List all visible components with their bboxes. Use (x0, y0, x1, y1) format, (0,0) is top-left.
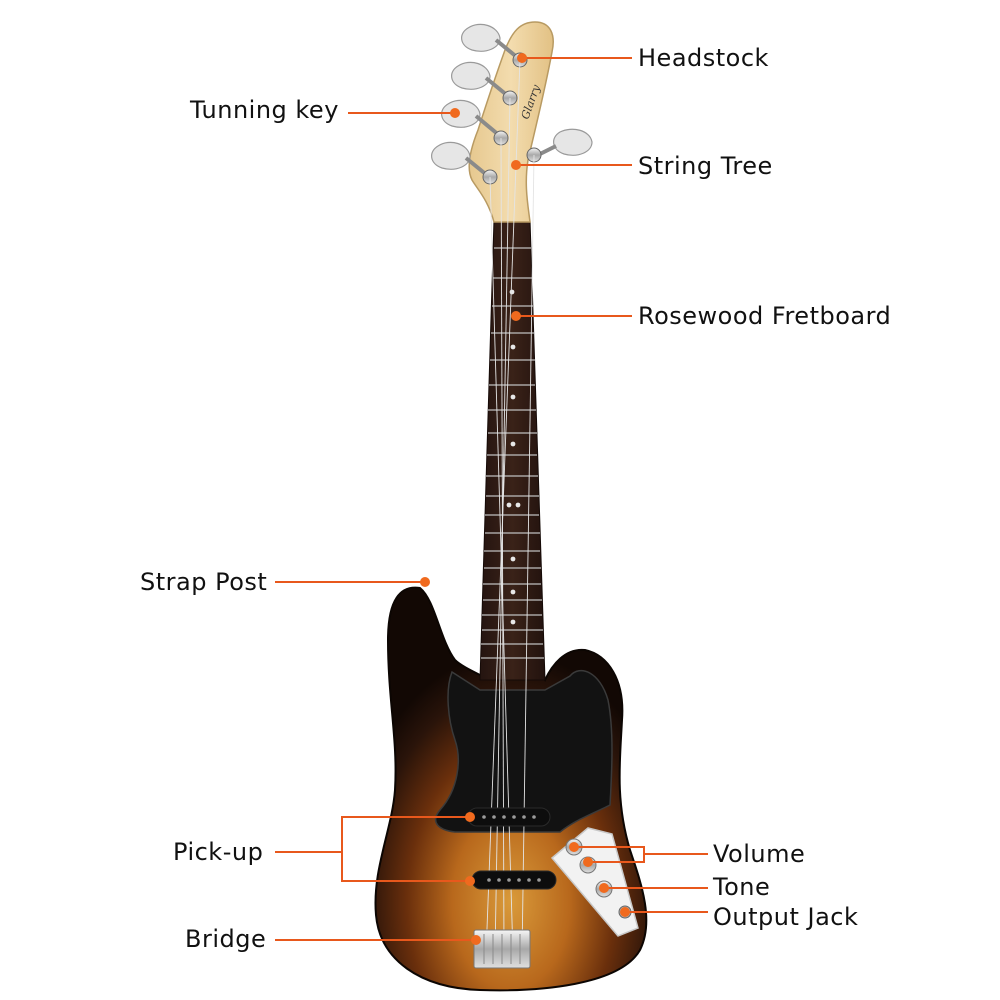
label-output-jack: Output Jack (713, 903, 859, 931)
label-string-tree: String Tree (638, 152, 773, 180)
strings (485, 59, 535, 956)
marker-fretboard (511, 311, 521, 321)
pickguard (434, 669, 613, 833)
leader-pickup (341, 816, 470, 882)
tuning-keys[interactable] (431, 23, 593, 185)
bridge-pickup (471, 870, 557, 890)
marker-strap-post (420, 577, 430, 587)
label-bridge: Bridge (185, 925, 267, 953)
marker-pickup-neck (465, 812, 475, 822)
marker-headstock (517, 53, 527, 63)
label-fretboard: Rosewood Fretboard (638, 302, 892, 330)
label-strap-post: Strap Post (140, 568, 268, 596)
marker-volume (569, 842, 579, 852)
marker-bridge (471, 935, 481, 945)
label-headstock: Headstock (638, 44, 769, 72)
callout-markers (420, 53, 630, 945)
label-tuning-key: Tunning key (190, 96, 339, 124)
label-pickup: Pick-up (173, 838, 264, 866)
marker-volume-2 (583, 857, 593, 867)
marker-pickup-bridge (465, 876, 475, 886)
label-volume: Volume (713, 840, 806, 868)
neck-pickup (467, 807, 551, 827)
marker-tone (599, 883, 609, 893)
bridge (473, 929, 531, 969)
fretboard (479, 219, 546, 681)
leader-lines (275, 57, 708, 941)
marker-tuning-key (450, 108, 460, 118)
marker-string-tree (511, 160, 521, 170)
frets (481, 247, 544, 659)
marker-output-jack (620, 907, 630, 917)
label-tone: Tone (713, 873, 771, 901)
